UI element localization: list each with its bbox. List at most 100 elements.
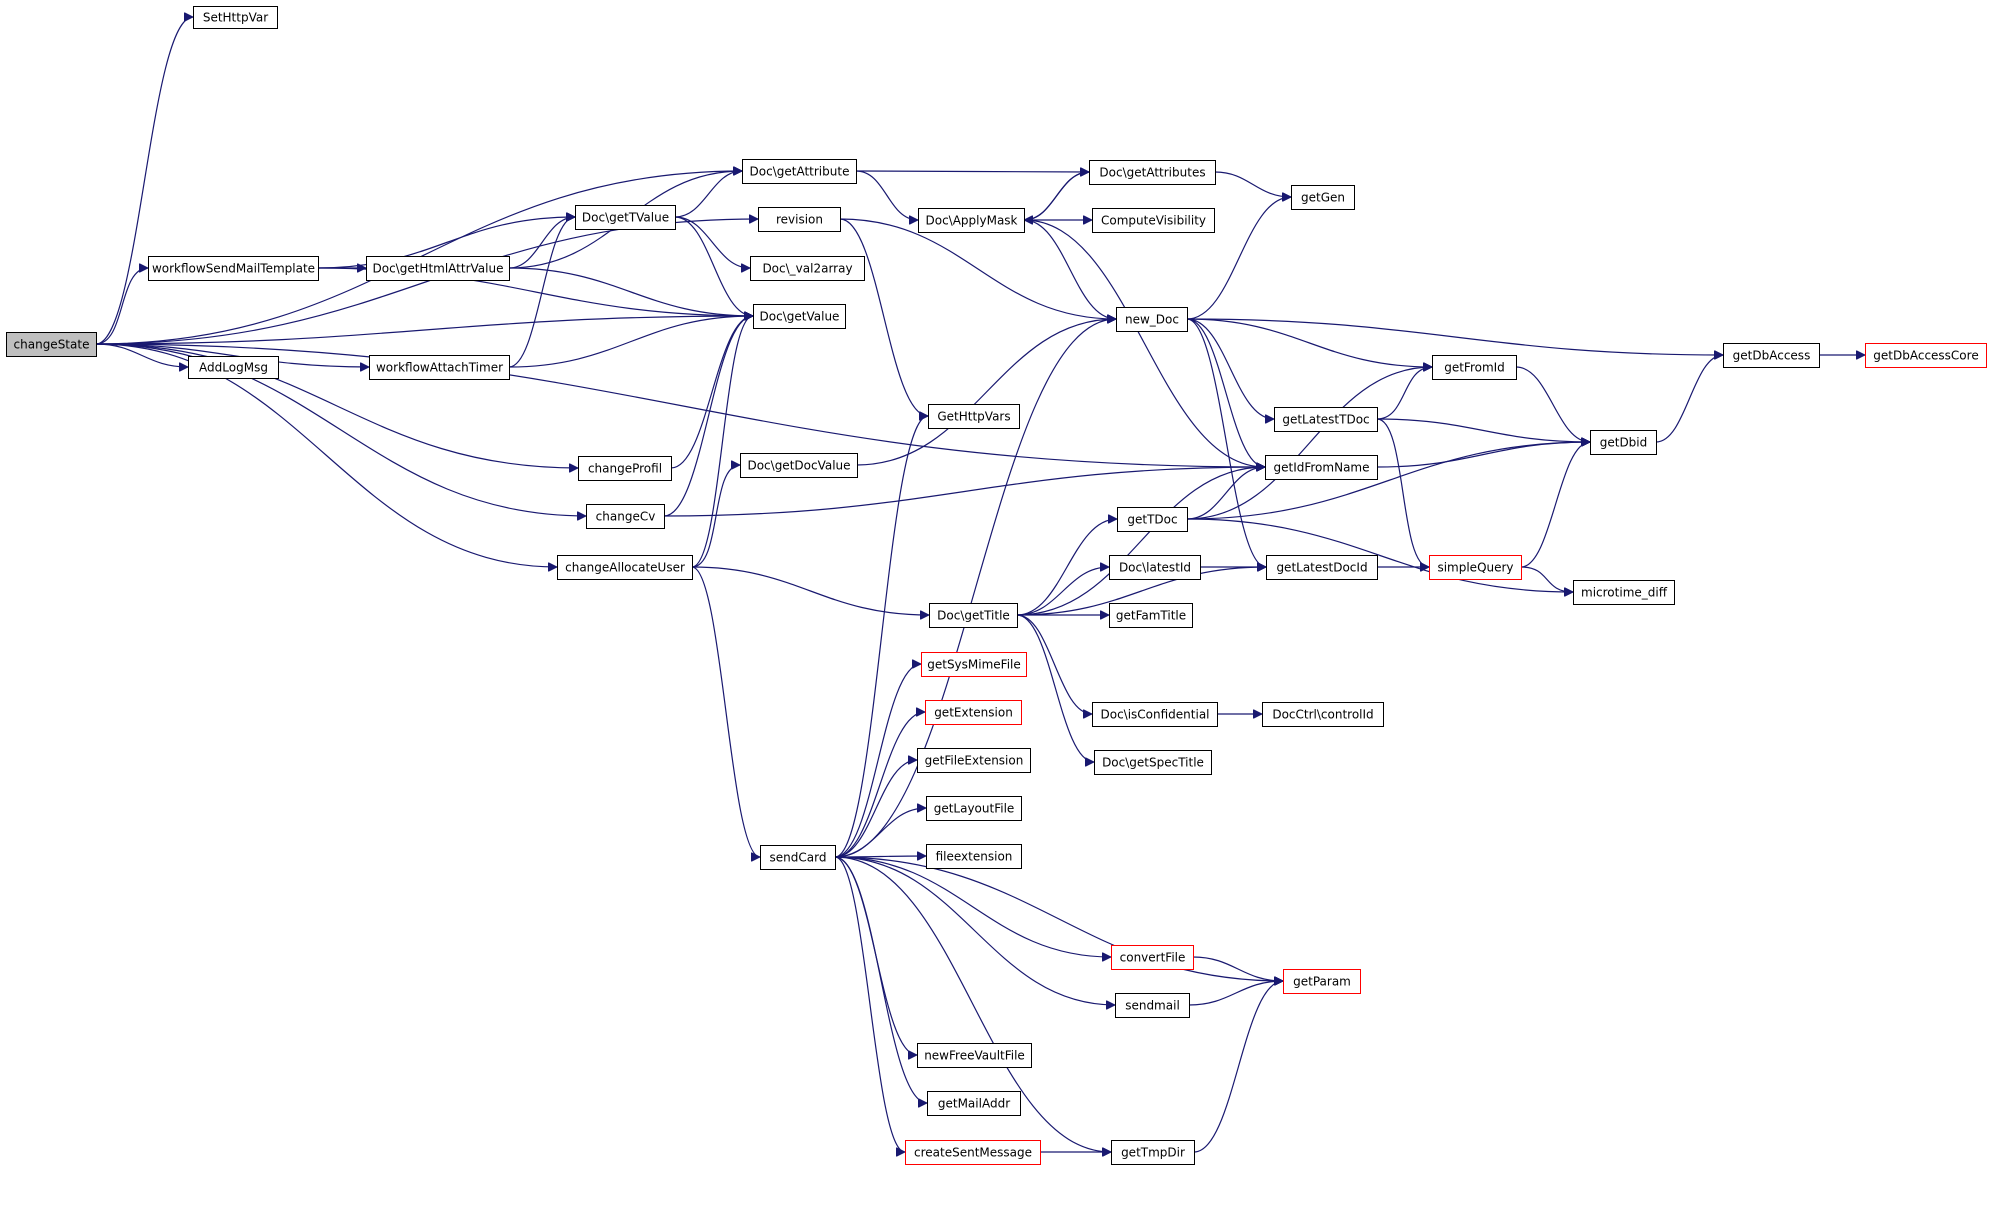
node-box[interactable] (1089, 160, 1216, 185)
node-box[interactable] (925, 700, 1022, 725)
node-box[interactable] (1117, 507, 1188, 532)
node-GetHttpVars[interactable]: GetHttpVars (928, 404, 1020, 429)
node-getParam[interactable]: getParam (1283, 969, 1361, 994)
node-box[interactable] (753, 304, 846, 329)
node-workflowSendMailTemplate[interactable]: workflowSendMailTemplate (148, 256, 319, 281)
node-box[interactable] (1266, 555, 1378, 580)
node-box[interactable] (1723, 343, 1820, 368)
node-getExtension[interactable]: getExtension (925, 700, 1022, 725)
node-revision[interactable]: revision (758, 207, 841, 232)
node-box[interactable] (586, 504, 665, 529)
node-box[interactable] (1274, 407, 1378, 432)
node-box[interactable] (917, 1043, 1032, 1068)
node-box[interactable] (1109, 555, 1201, 580)
node-box[interactable] (6, 332, 97, 357)
node-box[interactable] (1111, 1140, 1195, 1165)
node-DocIsConfidential[interactable]: Doc\isConfidential (1092, 702, 1218, 727)
node-DocGetDocValue[interactable]: Doc\getDocValue (740, 453, 858, 478)
node-getTDoc[interactable]: getTDoc (1117, 507, 1188, 532)
node-getFromId[interactable]: getFromId (1432, 355, 1517, 380)
node-createSentMessage[interactable]: createSentMessage (905, 1140, 1041, 1165)
node-box[interactable] (1283, 969, 1361, 994)
node-box[interactable] (1432, 355, 1517, 380)
node-box[interactable] (1092, 702, 1218, 727)
node-getTmpDir[interactable]: getTmpDir (1111, 1140, 1195, 1165)
node-box[interactable] (929, 603, 1018, 628)
node-DocVal2array[interactable]: Doc\_val2array (750, 256, 865, 281)
node-box[interactable] (369, 355, 510, 380)
node-box[interactable] (926, 844, 1022, 869)
node-box[interactable] (1262, 702, 1384, 727)
node-changeProfil[interactable]: changeProfil (578, 456, 672, 481)
node-box[interactable] (1291, 185, 1355, 210)
node-AddLogMsg[interactable]: AddLogMsg (188, 356, 279, 379)
node-DocGetTitle[interactable]: Doc\getTitle (929, 603, 1018, 628)
node-newDoc[interactable]: new_Doc (1116, 307, 1188, 332)
node-box[interactable] (1429, 555, 1522, 580)
node-getSysMimeFile[interactable]: getSysMimeFile (921, 652, 1027, 677)
node-box[interactable] (1265, 455, 1378, 480)
node-DocGetHtmlAttrValue[interactable]: Doc\getHtmlAttrValue (366, 256, 510, 281)
node-box[interactable] (1116, 307, 1188, 332)
node-getGen[interactable]: getGen (1291, 185, 1355, 210)
node-box[interactable] (578, 456, 672, 481)
node-box[interactable] (917, 748, 1031, 773)
node-getDbAccessCore[interactable]: getDbAccessCore (1865, 343, 1987, 368)
node-box[interactable] (758, 207, 841, 232)
node-DocGetValue[interactable]: Doc\getValue (753, 304, 846, 329)
node-DocGetTValue[interactable]: Doc\getTValue (575, 205, 676, 230)
node-box[interactable] (750, 256, 865, 281)
node-convertFile[interactable]: convertFile (1111, 945, 1194, 970)
node-sendCard[interactable]: sendCard (760, 845, 836, 870)
node-DocGetSpecTitle[interactable]: Doc\getSpecTitle (1094, 750, 1212, 775)
node-box[interactable] (1094, 750, 1212, 775)
node-changeCv[interactable]: changeCv (586, 504, 665, 529)
node-box[interactable] (1115, 993, 1190, 1018)
node-workflowAttachTimer[interactable]: workflowAttachTimer (369, 355, 510, 380)
node-DocCtrlControlId[interactable]: DocCtrl\controlId (1262, 702, 1384, 727)
node-getLatestDocId[interactable]: getLatestDocId (1266, 555, 1378, 580)
node-box[interactable] (1092, 208, 1215, 233)
node-box[interactable] (921, 652, 1027, 677)
node-box[interactable] (1109, 603, 1193, 628)
node-box[interactable] (1573, 580, 1675, 605)
node-box[interactable] (926, 796, 1022, 821)
node-changeState[interactable]: changeState (6, 332, 97, 357)
node-DocApplyMask[interactable]: Doc\ApplyMask (918, 208, 1025, 233)
node-box[interactable] (1111, 945, 1194, 970)
node-DocLatestId[interactable]: Doc\latestId (1109, 555, 1201, 580)
node-box[interactable] (1590, 430, 1657, 455)
node-box[interactable] (740, 453, 858, 478)
node-microtimeDiff[interactable]: microtime_diff (1573, 580, 1675, 605)
node-getFileExtension[interactable]: getFileExtension (917, 748, 1031, 773)
node-box[interactable] (188, 356, 279, 379)
node-box[interactable] (193, 6, 278, 29)
node-SetHttpVar[interactable]: SetHttpVar (193, 6, 278, 29)
node-box[interactable] (927, 1091, 1021, 1116)
node-getLayoutFile[interactable]: getLayoutFile (926, 796, 1022, 821)
node-ComputeVisibility[interactable]: ComputeVisibility (1092, 208, 1215, 233)
node-getDbid[interactable]: getDbid (1590, 430, 1657, 455)
node-box[interactable] (760, 845, 836, 870)
node-DocGetAttribute[interactable]: Doc\getAttribute (742, 159, 857, 184)
node-changeAllocateUser[interactable]: changeAllocateUser (557, 555, 693, 580)
node-getMailAddr[interactable]: getMailAddr (927, 1091, 1021, 1116)
node-newFreeVaultFile[interactable]: newFreeVaultFile (917, 1043, 1032, 1068)
node-box[interactable] (1865, 343, 1987, 368)
node-box[interactable] (742, 159, 857, 184)
node-box[interactable] (928, 404, 1020, 429)
node-fileextension[interactable]: fileextension (926, 844, 1022, 869)
node-box[interactable] (366, 256, 510, 281)
node-box[interactable] (557, 555, 693, 580)
node-getLatestTDoc[interactable]: getLatestTDoc (1274, 407, 1378, 432)
node-box[interactable] (918, 208, 1025, 233)
node-box[interactable] (148, 256, 319, 281)
node-box[interactable] (905, 1140, 1041, 1165)
node-box[interactable] (575, 205, 676, 230)
node-getIdFromName[interactable]: getIdFromName (1265, 455, 1378, 480)
node-getFamTitle[interactable]: getFamTitle (1109, 603, 1193, 628)
node-DocGetAttributes[interactable]: Doc\getAttributes (1089, 160, 1216, 185)
node-simpleQuery[interactable]: simpleQuery (1429, 555, 1522, 580)
node-getDbAccess[interactable]: getDbAccess (1723, 343, 1820, 368)
node-sendmail[interactable]: sendmail (1115, 993, 1190, 1018)
